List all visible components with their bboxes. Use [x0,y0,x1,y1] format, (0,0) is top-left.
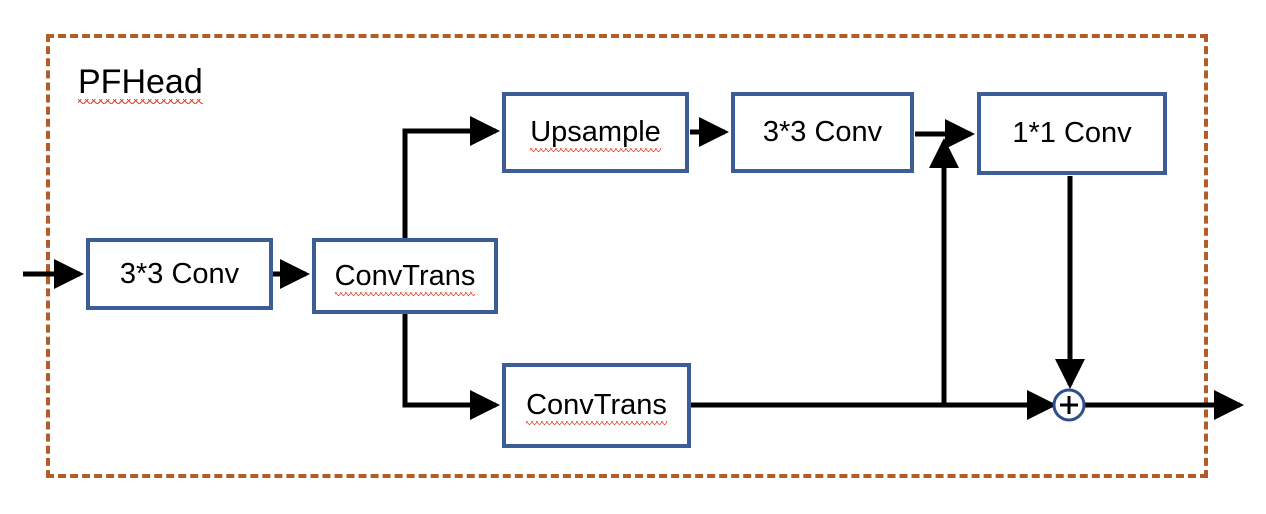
node-label: Upsample [530,116,661,152]
node-convtrans-2[interactable]: ConvTrans [502,363,691,448]
node-conv11[interactable]: 1*1 Conv [977,92,1167,175]
sum-operator [1052,388,1086,422]
node-upsample[interactable]: Upsample [502,92,689,173]
edge-convtrans1-to-convtrans2 [402,313,501,420]
page-title: PFHead [78,62,203,104]
node-label: 3*3 Conv [119,257,240,290]
edge-convtrans1-to-upsample [402,116,501,240]
node-label: 1*1 Conv [1012,117,1132,149]
node-conv33-top[interactable]: 3*3 Conv [731,92,914,173]
node-label: 3*3 Conv [762,116,883,148]
node-convtrans-1[interactable]: ConvTrans [312,238,498,314]
node-label: ConvTrans [526,389,667,425]
node-conv33-input[interactable]: 3*3 Conv [86,238,273,310]
plus-icon [1060,396,1078,414]
node-label: ConvTrans [334,259,476,296]
page-title-text: PFHead [78,63,203,104]
pfhead-group-frame [46,34,1208,478]
